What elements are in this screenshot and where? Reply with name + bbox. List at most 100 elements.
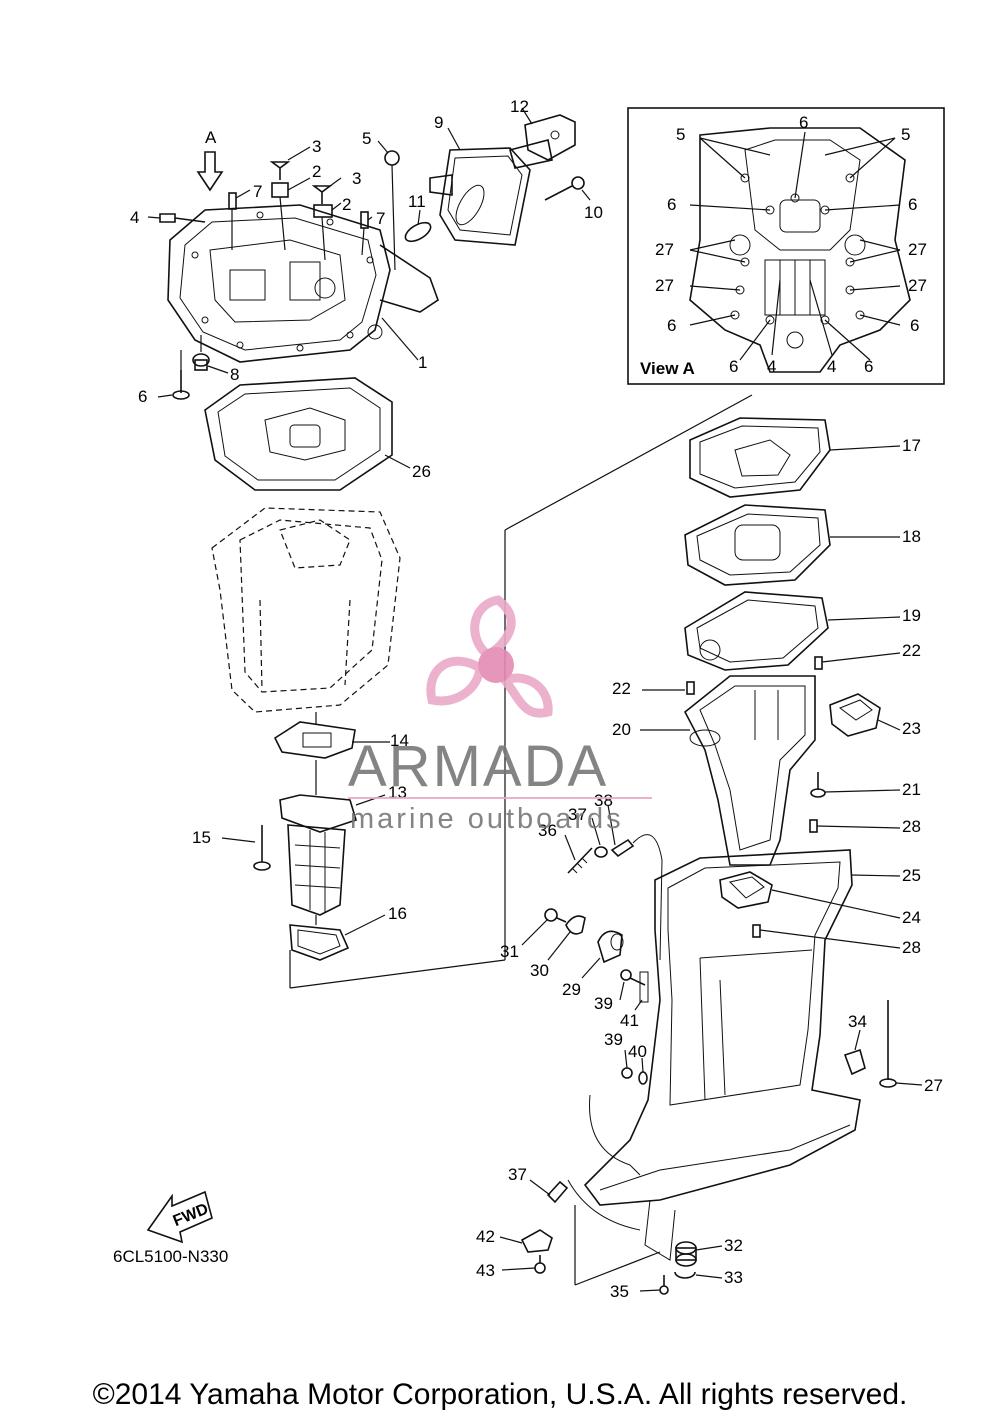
callout-26: 26 bbox=[412, 462, 431, 481]
callout-22b: 22 bbox=[902, 641, 921, 660]
part-32-bushing bbox=[675, 1241, 697, 1267]
propeller-logo-icon bbox=[426, 595, 553, 718]
view-a-bolt-holes bbox=[730, 173, 865, 325]
view-a-callouts: 5 6 5 6 6 27 27 27 27 6 6 6 4 4 6 bbox=[655, 113, 927, 376]
callout-10: 10 bbox=[584, 203, 603, 222]
part-37-grommet-a bbox=[594, 846, 608, 858]
part-15-bolt bbox=[253, 825, 271, 871]
part-42-holder bbox=[520, 1229, 553, 1253]
water-hose bbox=[567, 1094, 641, 1231]
callout-30: 30 bbox=[530, 961, 549, 980]
part-38-hose-fitting bbox=[610, 834, 663, 961]
part-22-dowel-a bbox=[686, 681, 695, 695]
callout-22a: 22 bbox=[612, 679, 631, 698]
diagram-code: 6CL5100-N330 bbox=[113, 1247, 228, 1266]
part-13-oil-strainer bbox=[279, 794, 357, 916]
bolt-5 bbox=[384, 150, 400, 271]
callout-34: 34 bbox=[848, 1012, 867, 1031]
callout-3a: 3 bbox=[312, 137, 321, 156]
callout: 6 bbox=[667, 316, 676, 335]
callout-23: 23 bbox=[902, 719, 921, 738]
clip-2a bbox=[271, 182, 289, 198]
part-41-plate bbox=[639, 971, 649, 1003]
callout-41: 41 bbox=[620, 1011, 639, 1030]
grommet-8 bbox=[192, 353, 210, 371]
watermark-tagline: marine outboards bbox=[350, 803, 624, 835]
exploded-connectors bbox=[289, 394, 753, 1286]
callout-31: 31 bbox=[500, 942, 519, 961]
part-17-gasket bbox=[689, 417, 831, 498]
part-1-exhaust-guide bbox=[167, 204, 439, 363]
callout-14: 14 bbox=[390, 731, 409, 750]
copyright-notice: ©2014 Yamaha Motor Corporation, U.S.A. A… bbox=[92, 1378, 908, 1411]
screw-3a bbox=[269, 161, 291, 180]
callout-1: 1 bbox=[418, 353, 427, 372]
part-27-stud bbox=[879, 1000, 897, 1088]
callout-25: 25 bbox=[902, 866, 921, 885]
callout: 5 bbox=[901, 125, 910, 144]
callout-27: 27 bbox=[924, 1076, 943, 1095]
callout-12: 12 bbox=[510, 97, 529, 116]
callout-36: 36 bbox=[538, 821, 557, 840]
part-28-dowel-a bbox=[809, 819, 818, 833]
part-19-gasket bbox=[684, 591, 829, 671]
callout-2a: 2 bbox=[312, 162, 321, 181]
part-39-screw-b bbox=[621, 1067, 633, 1079]
bolt-4 bbox=[159, 213, 206, 223]
callout-35: 35 bbox=[610, 1282, 629, 1301]
part-36-screw bbox=[567, 847, 593, 874]
callout-42: 42 bbox=[476, 1227, 495, 1246]
bolt-6 bbox=[172, 370, 190, 400]
callout-28b: 28 bbox=[902, 938, 921, 957]
callout-33: 33 bbox=[724, 1268, 743, 1287]
callout-32: 32 bbox=[724, 1236, 743, 1255]
callout-21: 21 bbox=[902, 780, 921, 799]
part-35-screw bbox=[659, 1275, 669, 1295]
part-18-plate bbox=[684, 504, 831, 586]
callout: 6 bbox=[729, 357, 738, 376]
callout-16: 16 bbox=[388, 904, 407, 923]
callout-3b: 3 bbox=[352, 169, 361, 188]
callout-labels: 1 2 2 3 3 4 5 6 7 7 8 9 10 11 12 13 14 1… bbox=[130, 97, 943, 1301]
callout-4: 4 bbox=[130, 208, 139, 227]
callout-37b: 37 bbox=[508, 1165, 527, 1184]
part-20-upper-casing bbox=[683, 675, 816, 866]
part-25-lower-casing bbox=[583, 849, 861, 1261]
part-43-screw bbox=[534, 1255, 546, 1274]
callout-43: 43 bbox=[476, 1261, 495, 1280]
callout-19: 19 bbox=[902, 606, 921, 625]
callout-15: 15 bbox=[192, 828, 211, 847]
callout-9: 9 bbox=[434, 113, 443, 132]
callout-2b: 2 bbox=[342, 195, 351, 214]
part-30-clamp bbox=[565, 915, 586, 935]
callout-18: 18 bbox=[902, 527, 921, 546]
part-26-gasket bbox=[204, 377, 393, 491]
fwd-arrow: FWD bbox=[146, 1190, 213, 1244]
view-a-title: View A bbox=[640, 359, 695, 378]
callout: 6 bbox=[908, 195, 917, 214]
callout: 6 bbox=[864, 357, 873, 376]
view-a-arrow: A bbox=[196, 128, 224, 192]
callout-39a: 39 bbox=[594, 994, 613, 1013]
callout: 5 bbox=[676, 125, 685, 144]
hardware-upper-left bbox=[159, 150, 400, 400]
callout-24: 24 bbox=[902, 908, 921, 927]
callout-11: 11 bbox=[408, 192, 426, 211]
callout-29: 29 bbox=[562, 980, 581, 999]
svg-text:FWD: FWD bbox=[171, 1201, 211, 1230]
callout: 27 bbox=[655, 276, 674, 295]
svg-text:A: A bbox=[205, 128, 217, 147]
armada-watermark: ARMADA marine outboards bbox=[348, 595, 652, 835]
part-37-grommet-b bbox=[546, 1180, 569, 1204]
part-40-washer bbox=[638, 1071, 648, 1085]
part-16-seal bbox=[289, 924, 350, 961]
callout-5: 5 bbox=[362, 129, 371, 148]
view-a-inset: View A 5 6 5 6 6 27 27 27 27 6 6 6 4 4 6 bbox=[627, 107, 945, 385]
callout-7a: 7 bbox=[253, 182, 262, 201]
callout-40: 40 bbox=[628, 1042, 647, 1061]
callout: 27 bbox=[655, 240, 674, 259]
part-10-bolt bbox=[544, 176, 585, 201]
part-39-screw-a bbox=[620, 969, 646, 986]
part-11-seal bbox=[404, 221, 432, 243]
